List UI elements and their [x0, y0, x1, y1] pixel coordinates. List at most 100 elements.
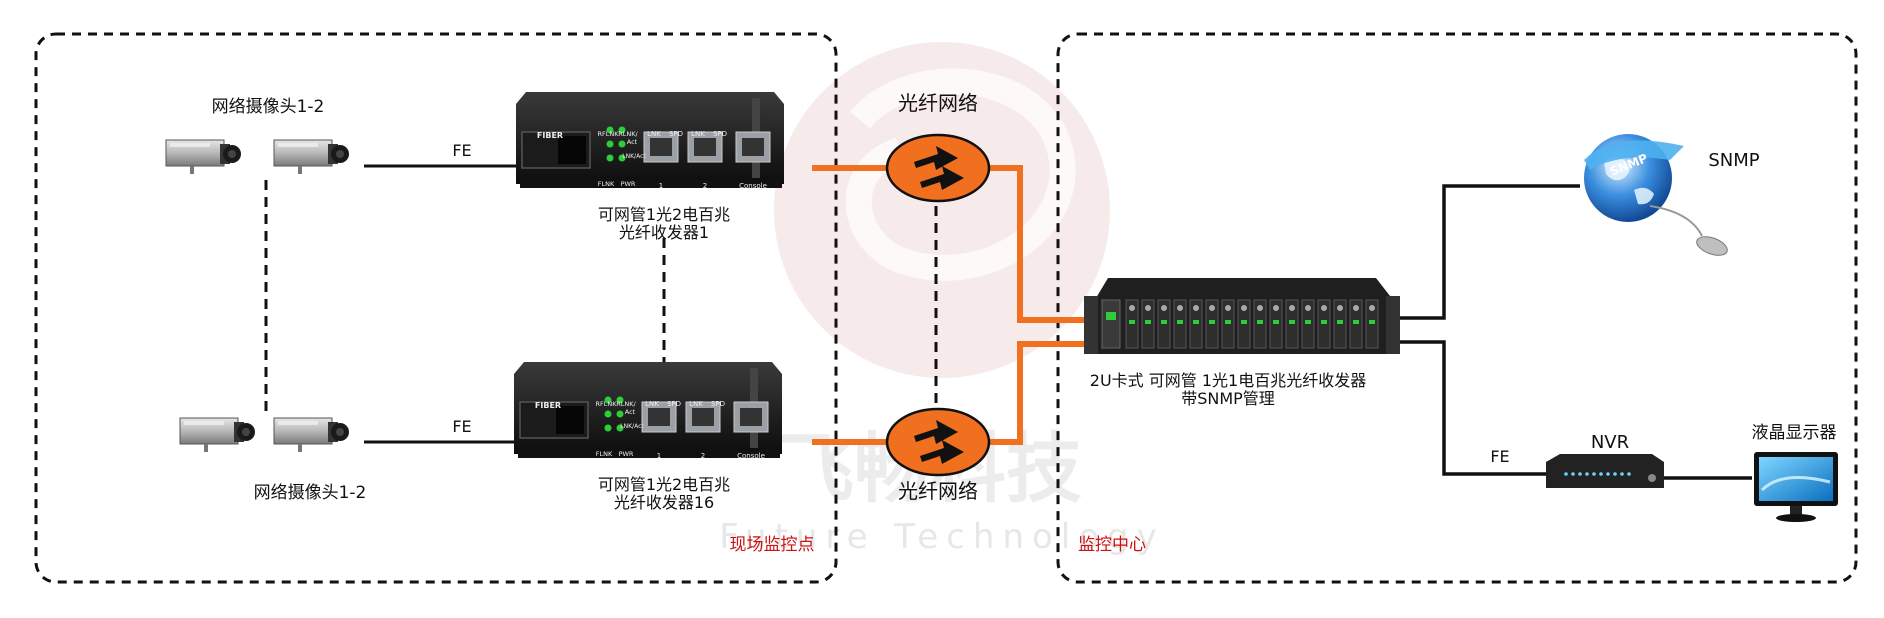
panel-fiber-label: FIBER — [535, 401, 561, 410]
camera-bottom-2 — [273, 417, 350, 453]
panel-lnk-label-2: LNK — [689, 400, 703, 408]
panel-lnk-label-1: LNK — [645, 400, 659, 408]
nvr-led — [1592, 472, 1596, 476]
nvr-led — [1564, 472, 1568, 476]
panel-rflnk-label: RFLNK — [597, 130, 619, 138]
chassis-slot-led — [1145, 320, 1151, 324]
snmp-cable — [1386, 184, 1580, 320]
fiber-network-cloud-bottom — [885, 407, 991, 477]
nvr-label: NVR — [1591, 432, 1629, 453]
snmp-globe-icon: SNMP — [1584, 134, 1728, 256]
chassis-slot-port — [1241, 305, 1247, 311]
panel-rflnk-label: RFLNK — [595, 400, 617, 408]
chassis-slot-led — [1321, 320, 1327, 324]
nvr-led — [1571, 472, 1575, 476]
chassis-slot-led — [1337, 320, 1343, 324]
panel-lnk-label-1: LNK — [647, 130, 661, 138]
zone-label-site: 现场监控点 — [730, 535, 815, 555]
chassis-slot-port — [1353, 305, 1359, 311]
panel-act-label: Act — [625, 408, 636, 416]
chassis-slot-led — [1193, 320, 1199, 324]
snmp-label: SNMP — [1708, 150, 1759, 171]
fe-label-nvr: FE — [1490, 447, 1509, 466]
camera-bottom-1 — [179, 417, 256, 453]
nvr-led — [1620, 472, 1624, 476]
panel-flnk-label: FLNK — [596, 450, 613, 458]
nvr-device — [1546, 454, 1664, 488]
chassis-slot-led — [1129, 320, 1135, 324]
chassis-slot-led — [1353, 320, 1359, 324]
chassis-slot-led — [1177, 320, 1183, 324]
chassis-slot-led — [1369, 320, 1375, 324]
chassis-slot-led — [1161, 320, 1167, 324]
chassis-slot-port — [1161, 305, 1167, 311]
chassis-slot-port — [1257, 305, 1263, 311]
chassis-slots — [1125, 299, 1379, 349]
nvr-led — [1613, 472, 1617, 476]
camera-label-bottom: 网络摄像头1-2 — [254, 483, 367, 503]
chassis-slot-port — [1337, 305, 1343, 311]
chassis-slot-port — [1369, 305, 1375, 311]
nvr-led — [1585, 472, 1589, 476]
panel-fiber-label: FIBER — [537, 131, 563, 140]
panel-port1-label: 1 — [657, 452, 661, 460]
chassis-slot-port — [1209, 305, 1215, 311]
chassis-slot-port — [1273, 305, 1279, 311]
converter-top-label-1: 可网管1光2电百兆 — [598, 205, 730, 224]
watermark: 飞畅科技 Future Technology — [719, 42, 1165, 557]
lcd-monitor-icon — [1754, 452, 1838, 522]
chassis-slot-led — [1225, 320, 1231, 324]
chassis-slot-port — [1305, 305, 1311, 311]
camera-top-2 — [273, 139, 350, 175]
chassis-slot-led — [1209, 320, 1215, 324]
chassis-slot-led — [1241, 320, 1247, 324]
panel-console-label: Console — [739, 182, 767, 190]
panel-lnk-act-label: LNK/Act — [622, 153, 646, 160]
chassis-slot-led — [1273, 320, 1279, 324]
chassis-slot-port — [1145, 305, 1151, 311]
chassis-slot-port — [1177, 305, 1183, 311]
fiber-line-bottom-b — [990, 341, 1090, 445]
panel-rlnk-label: RLNK/ — [618, 130, 638, 138]
panel-console-label: Console — [737, 452, 765, 460]
panel-spd-label-2: SPD — [713, 130, 727, 138]
converter-bottom-label-1: 可网管1光2电百兆 — [598, 475, 730, 494]
converter-bottom-label-2: 光纤收发器16 — [614, 493, 714, 512]
panel-spd-label-1: SPD — [669, 130, 683, 138]
converter-top-label-2: 光纤收发器1 — [619, 223, 709, 242]
chassis-2u — [1084, 278, 1400, 354]
panel-pwr-label: PWR — [621, 180, 636, 188]
panel-spd-label-1: SPD — [667, 400, 681, 408]
chassis-slot-led — [1305, 320, 1311, 324]
watermark-en: Future Technology — [719, 517, 1165, 557]
fiber-network-cloud-top — [885, 133, 991, 203]
panel-spd-label-2: SPD — [711, 400, 725, 408]
converter-top: FIBER RFLNK RLNK/ Act LNK/Act FLNK PWR L… — [515, 91, 785, 190]
panel-port2-label: 2 — [703, 182, 707, 190]
fiber-network-label-bottom: 光纤网络 — [898, 479, 978, 503]
chassis-slot-port — [1225, 305, 1231, 311]
chassis-slot-port — [1129, 305, 1135, 311]
panel-port2-label: 2 — [701, 452, 705, 460]
site-zone-border — [34, 32, 838, 584]
converter-bottom: FIBER RFLNK RLNK/ Act LNK/Act FLNK PWR L… — [513, 361, 783, 460]
nvr-cable — [1386, 340, 1546, 476]
nvr-led — [1599, 472, 1603, 476]
panel-lnk-act-label: LNK/Act — [620, 423, 644, 430]
monitor-label: 液晶显示器 — [1752, 423, 1837, 443]
chassis-label-1: 2U卡式 可网管 1光1电百兆光纤收发器 — [1090, 371, 1366, 390]
panel-lnk-label-2: LNK — [691, 130, 705, 138]
camera-label-top: 网络摄像头1-2 — [212, 97, 325, 117]
fe-label-top: FE — [452, 141, 471, 160]
chassis-slot-led — [1289, 320, 1295, 324]
center-zone-border — [1056, 32, 1858, 584]
panel-pwr-label: PWR — [619, 450, 634, 458]
fiber-network-label-top: 光纤网络 — [898, 91, 978, 115]
chassis-slot-port — [1193, 305, 1199, 311]
panel-port1-label: 1 — [659, 182, 663, 190]
fe-label-bottom: FE — [452, 417, 471, 436]
nvr-led — [1627, 472, 1631, 476]
zone-label-center: 监控中心 — [1078, 535, 1146, 555]
nvr-leds — [1564, 472, 1631, 476]
camera-top-1 — [165, 139, 242, 175]
